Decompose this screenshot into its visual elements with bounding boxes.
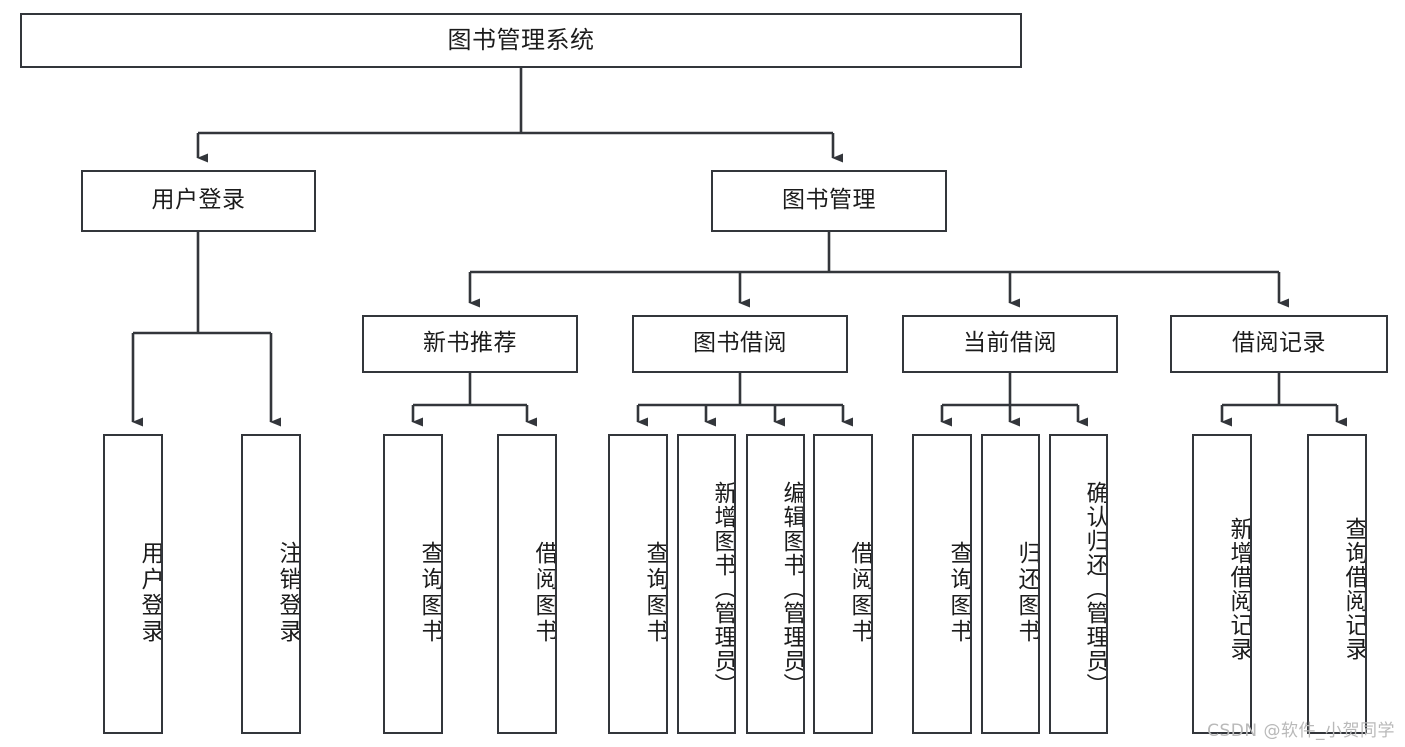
node-book-manage[interactable]: 图书管理 — [711, 170, 947, 232]
leaf-return-book[interactable]: 归还图书 — [981, 434, 1040, 734]
leaf-add-borrow-record[interactable]: 新增借阅记录 — [1192, 434, 1252, 734]
node-user-login[interactable]: 用户登录 — [81, 170, 316, 232]
leaf-user-login[interactable]: 用户登录 — [103, 434, 163, 734]
node-borrow-record[interactable]: 借阅记录 — [1170, 315, 1388, 373]
node-current-borrow[interactable]: 当前借阅 — [902, 315, 1118, 373]
leaf-user-logout[interactable]: 注销登录 — [241, 434, 301, 734]
leaf-add-book-admin[interactable]: 新增图书（管理员） — [677, 434, 736, 734]
leaf-query-book-current[interactable]: 查询图书 — [912, 434, 972, 734]
leaf-query-book-borrow[interactable]: 查询图书 — [608, 434, 668, 734]
leaf-query-book-recommend[interactable]: 查询图书 — [383, 434, 443, 734]
csdn-watermark: CSDN @软件_小贺同学 — [1207, 721, 1395, 741]
node-book-borrow[interactable]: 图书借阅 — [632, 315, 848, 373]
leaf-edit-book-admin[interactable]: 编辑图书（管理员） — [746, 434, 805, 734]
leaf-borrow-book-borrow[interactable]: 借阅图书 — [813, 434, 873, 734]
leaf-query-borrow-record[interactable]: 查询借阅记录 — [1307, 434, 1367, 734]
node-root[interactable]: 图书管理系统 — [20, 13, 1022, 68]
node-new-book-recommend[interactable]: 新书推荐 — [362, 315, 578, 373]
leaf-borrow-book-recommend[interactable]: 借阅图书 — [497, 434, 557, 734]
leaf-confirm-return-admin[interactable]: 确认归还（管理员） — [1049, 434, 1108, 734]
